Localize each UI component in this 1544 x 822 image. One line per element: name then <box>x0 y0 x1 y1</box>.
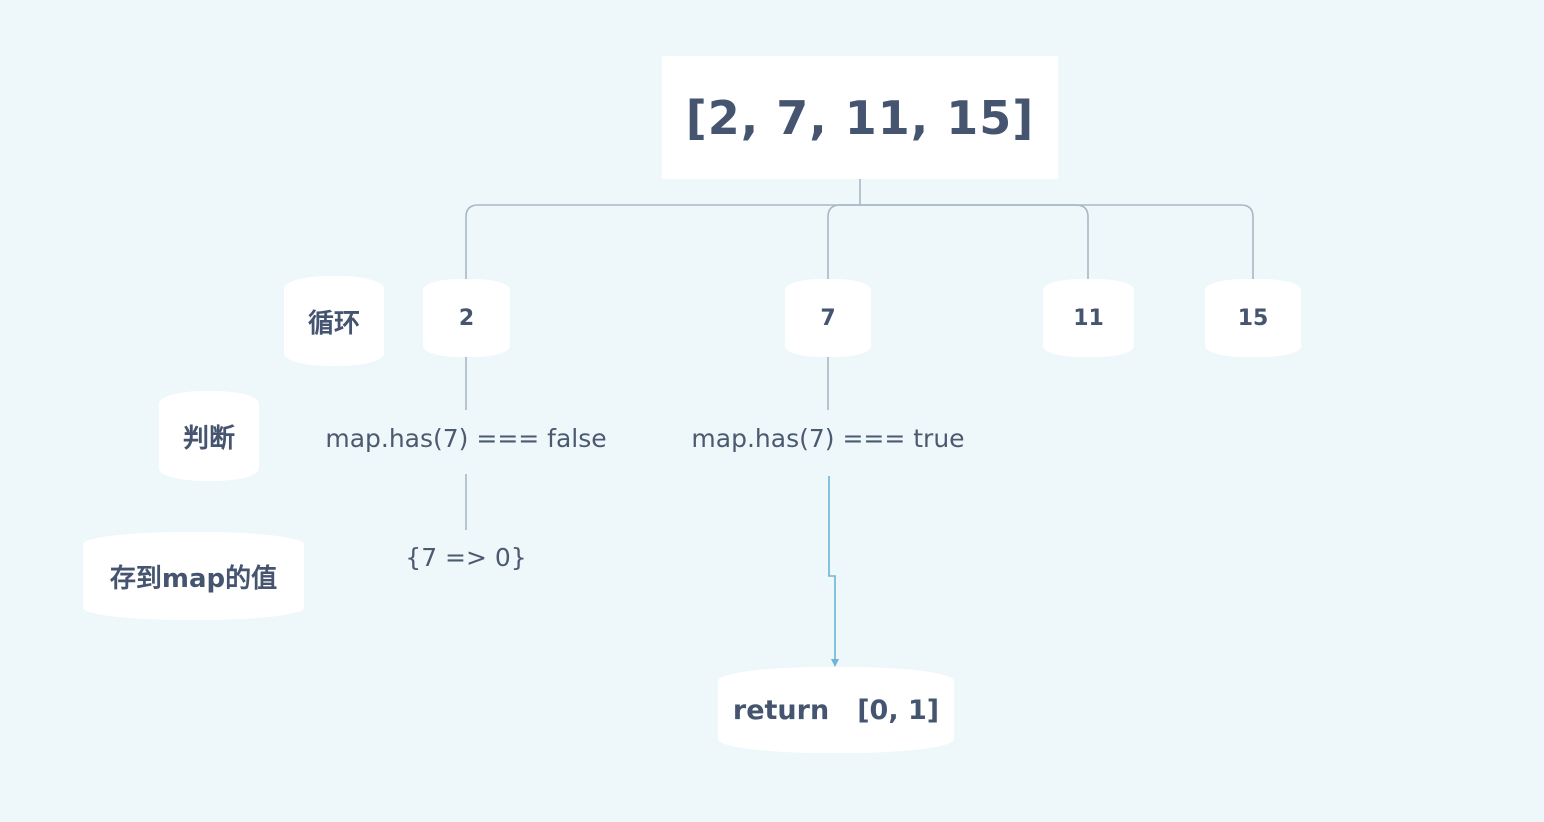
branch-to-7 <box>827 204 860 279</box>
element-node-7: 7 <box>785 279 871 357</box>
condition-true: map.has(7) === true <box>691 424 965 453</box>
branch-to-11 <box>860 204 1089 279</box>
return-value: [0, 1] <box>857 694 940 726</box>
branch-to-15 <box>860 204 1254 279</box>
link-cond-to-return <box>828 476 836 660</box>
array-root-label: [2, 7, 11, 15] <box>685 90 1035 145</box>
return-keyword: return <box>732 694 830 726</box>
element-node-2: 2 <box>423 279 510 357</box>
return-arrow-head <box>831 659 839 667</box>
element-node-15: 15 <box>1205 279 1301 357</box>
condition-false: map.has(7) === false <box>325 424 607 453</box>
row-label-loop: 循环 <box>284 276 384 366</box>
row-label-judge: 判断 <box>159 391 259 481</box>
row-label-stored-value: 存到map的值 <box>83 532 304 620</box>
stored-map-value: {7 => 0} <box>405 543 527 572</box>
return-node: return [0, 1] <box>718 667 954 753</box>
array-root: [2, 7, 11, 15] <box>662 56 1058 179</box>
element-node-11: 11 <box>1043 279 1134 357</box>
branch-to-2 <box>465 204 860 279</box>
